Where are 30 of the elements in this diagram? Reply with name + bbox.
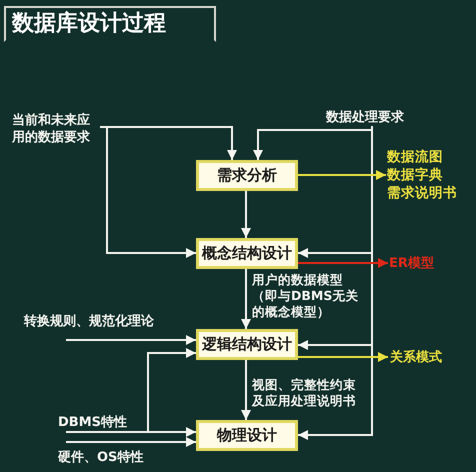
arrow [241, 360, 251, 420]
output-text: 需求说明书 [387, 184, 458, 202]
arrow [66, 437, 196, 447]
output-text: ER模型 [389, 255, 449, 272]
arrow [298, 258, 388, 268]
arrow [241, 269, 251, 329]
output-text: 数据字典 [387, 166, 444, 184]
arrow [298, 352, 388, 362]
arrow [66, 427, 196, 437]
arrow [241, 191, 251, 238]
output-text: 数据流图 [387, 148, 444, 166]
arrow [298, 170, 386, 180]
input-text: 硬件、OS特性 [58, 449, 158, 466]
arrow [298, 126, 373, 440]
input-text: DBMS特性 [58, 414, 138, 431]
title: 数据库设计过程 [4, 6, 216, 42]
edge-label: 用户的数据模型（即与DBMS无关的概念模型） [252, 272, 360, 320]
process-box: 需求分析 [196, 160, 298, 191]
input-text: 当前和未来应用的数据要求 [12, 112, 96, 146]
process-box: 概念结构设计 [196, 238, 298, 269]
process-box: 物理设计 [196, 420, 298, 451]
arrow [100, 126, 196, 258]
edge-label: 视图、完整性约束及应用处理说明书 [252, 377, 357, 409]
process-box: 逻辑结构设计 [196, 329, 298, 360]
input-text: 数据处理要求 [326, 109, 422, 126]
arrow [147, 348, 196, 432]
arrow [66, 335, 196, 345]
output-text: 关系模式 [390, 349, 460, 366]
arrow [253, 126, 373, 160]
input-text: 转换规则、规范化理论 [24, 313, 174, 330]
